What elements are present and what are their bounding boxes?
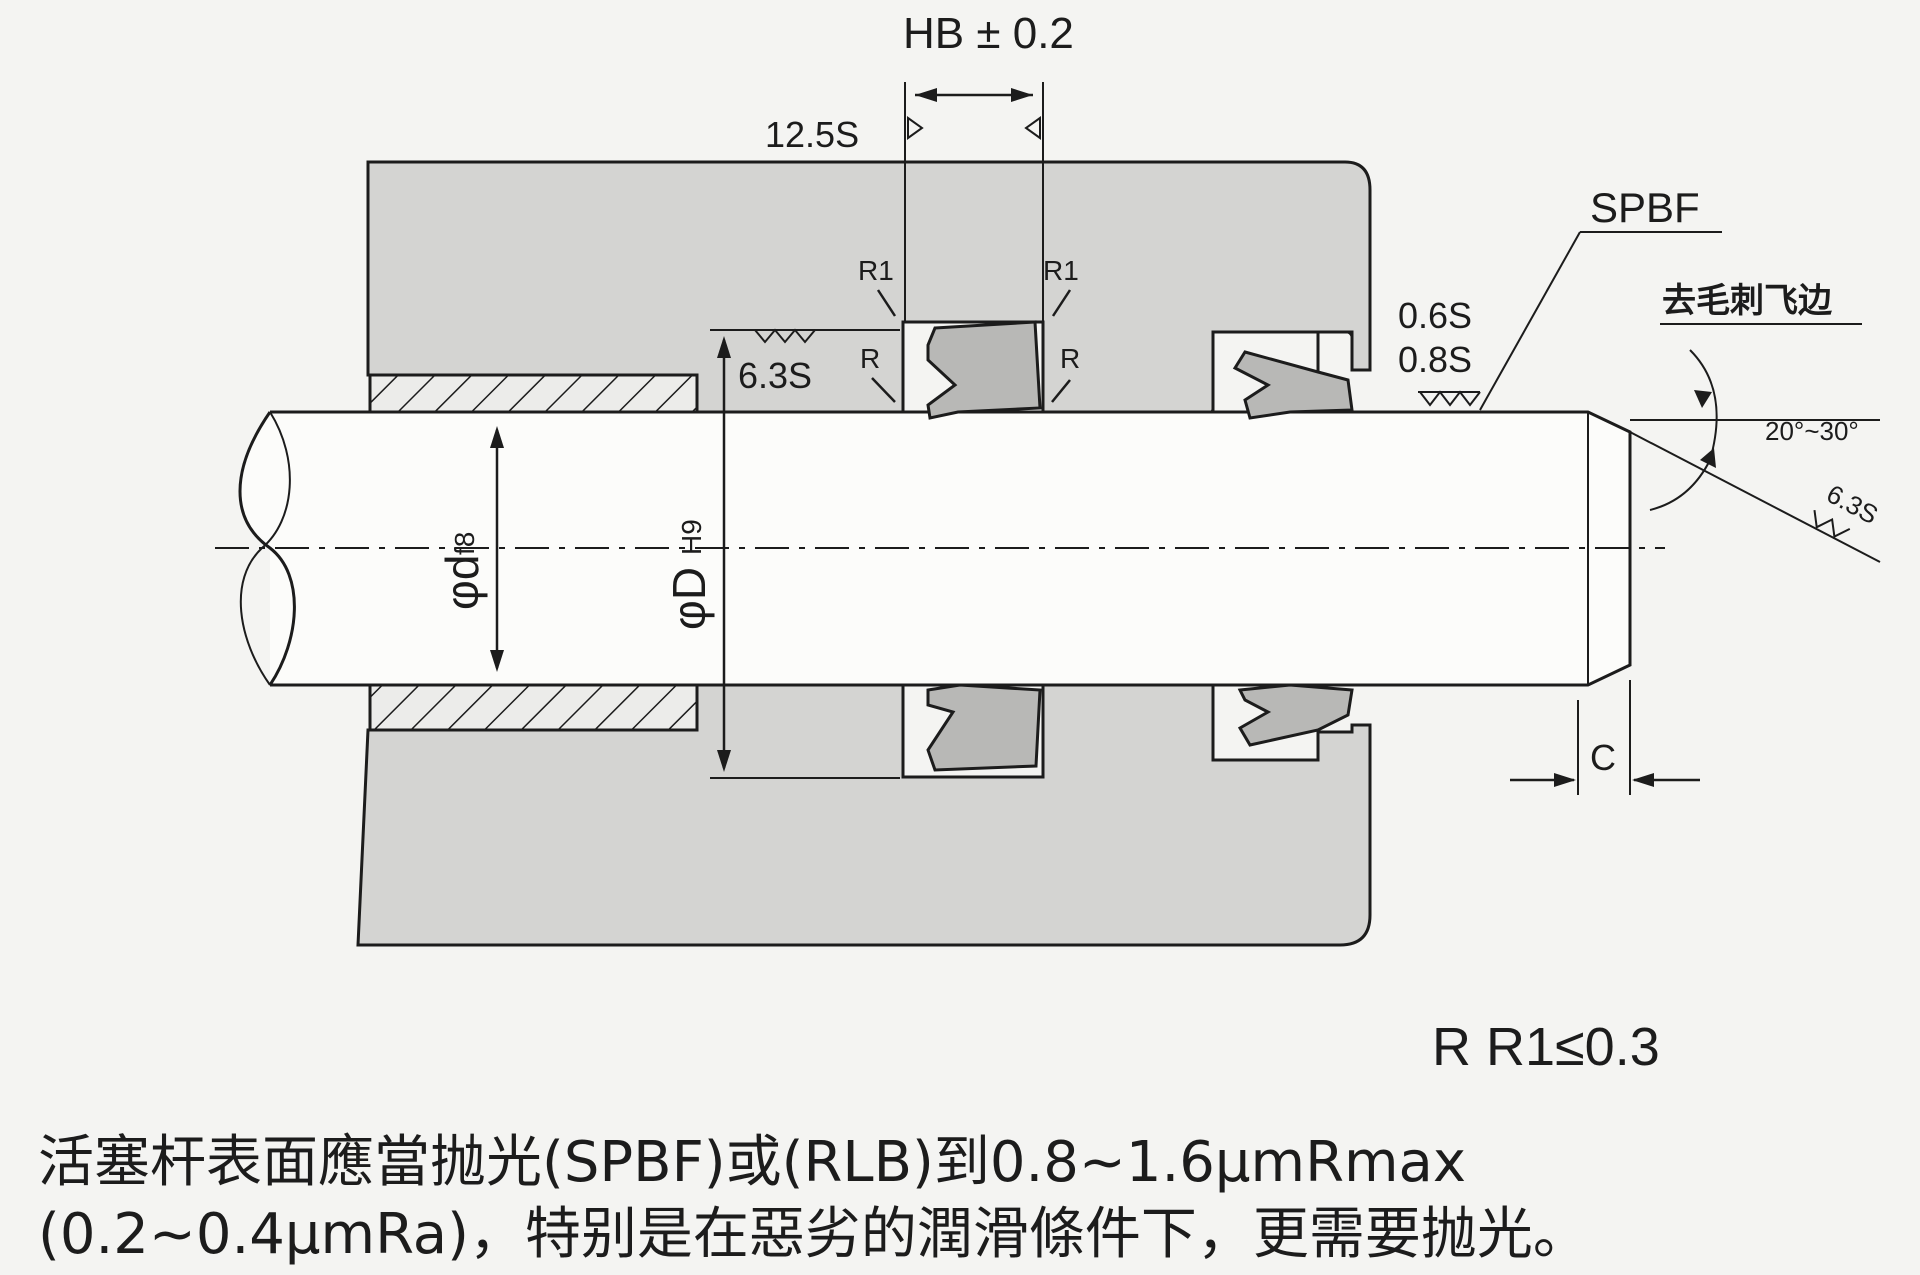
phi-d-tolerance: f8 [449, 532, 480, 555]
roughness-0-8: 0.8S [1398, 339, 1472, 380]
lower-wiper-seal [1237, 683, 1354, 747]
chamfer-c-label: C [1590, 737, 1616, 778]
roughness-12-5: 12.5S [765, 114, 859, 155]
caption-line-1: 活塞杆表面應當抛光(SPBF)或(RLB)到0.8~1.6μmRmax [38, 1130, 1466, 1195]
r1-right-label: R1 [1043, 255, 1079, 286]
phi-D-label: φD [663, 567, 715, 630]
roughness-6-3: 6.3S [738, 355, 812, 396]
rod-break-line [238, 411, 296, 686]
phi-d-label: φd [436, 555, 488, 610]
hb-label: HB ± 0.2 [903, 9, 1074, 58]
angle-label: 20°~30° [1765, 416, 1859, 446]
roughness-chamfer: 6.3S [1822, 478, 1883, 530]
angle-arc [1649, 349, 1718, 511]
r-left-label: R [860, 343, 880, 374]
spbf-label: SPBF [1590, 184, 1700, 231]
deburr-label: 去毛刺飞边 [1662, 282, 1832, 320]
lower-guide-bush [368, 683, 699, 732]
upper-wiper-seal [1232, 350, 1354, 420]
lower-u-seal [926, 683, 1042, 772]
caption-line-2: (0.2~0.4μmRa)，特别是在惡劣的潤滑條件下，更需要抛光。 [38, 1202, 1589, 1267]
r1-left-label: R1 [858, 255, 894, 286]
upper-guide-bush [368, 373, 699, 414]
phi-D-tolerance: H9 [676, 519, 707, 555]
roughness-0-6: 0.6S [1398, 295, 1472, 336]
spbf-leader [1479, 231, 1581, 411]
r-right-label: R [1060, 343, 1080, 374]
radius-note: R R1≤0.3 [1432, 1017, 1660, 1077]
chamfer-extension-line [1629, 431, 1881, 563]
upper-u-seal [926, 320, 1042, 420]
